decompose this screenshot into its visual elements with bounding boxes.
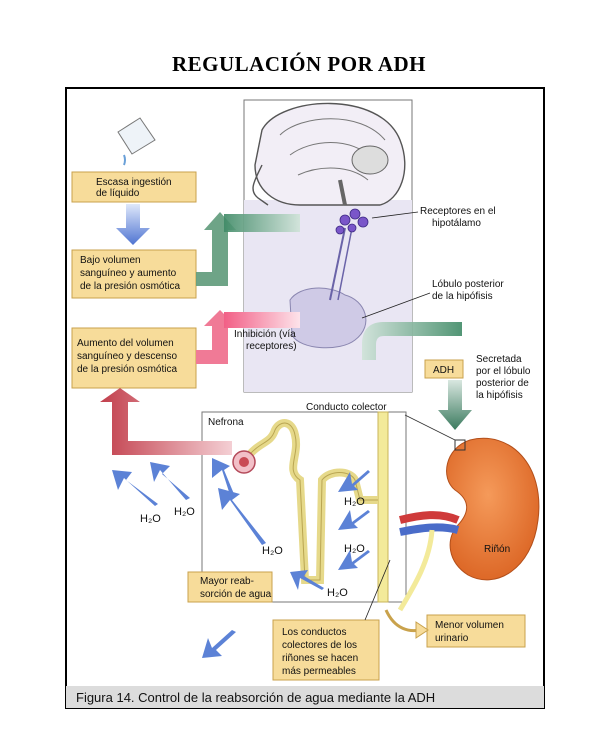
arrow-red — [100, 388, 232, 455]
svg-text:Riñón: Riñón — [484, 544, 510, 555]
svg-text:H₂O: H₂O — [327, 587, 348, 599]
arrow-blue-down — [116, 204, 150, 245]
arrow-adh-out — [362, 322, 462, 360]
box-adh: ADH — [424, 359, 464, 379]
caption-band — [66, 686, 544, 708]
cerebellum — [351, 145, 389, 175]
svg-text:H₂O: H₂O — [140, 513, 161, 525]
figure-caption: Figura 14. Control de la reabsorción de … — [76, 690, 435, 705]
svg-text:H₂O: H₂O — [262, 545, 283, 557]
svg-text:H₂O: H₂O — [174, 506, 195, 518]
svg-text:H₂O: H₂O — [344, 496, 365, 508]
water-arrows — [112, 458, 370, 658]
face-profile — [252, 164, 269, 206]
svg-text:Nefrona: Nefrona — [208, 417, 244, 428]
box-mayor-reabsorcion: Mayor reab-sorción de agua — [187, 571, 273, 603]
page-title: REGULACIÓN POR ADH — [171, 52, 427, 76]
svg-text:H₂O: H₂O — [344, 543, 365, 555]
kidney: Riñón — [397, 414, 540, 612]
hypothalamus-receptors — [335, 208, 369, 235]
svg-text:ADH: ADH — [433, 365, 454, 376]
nephron-panel: Nefrona Conducto colector — [201, 402, 407, 603]
svg-text:Mayor reab-sorción de agua: Mayor reab-sorción de agua — [200, 576, 272, 600]
cup-icon — [117, 117, 156, 166]
label-conducto: Conducto colector — [306, 402, 387, 413]
